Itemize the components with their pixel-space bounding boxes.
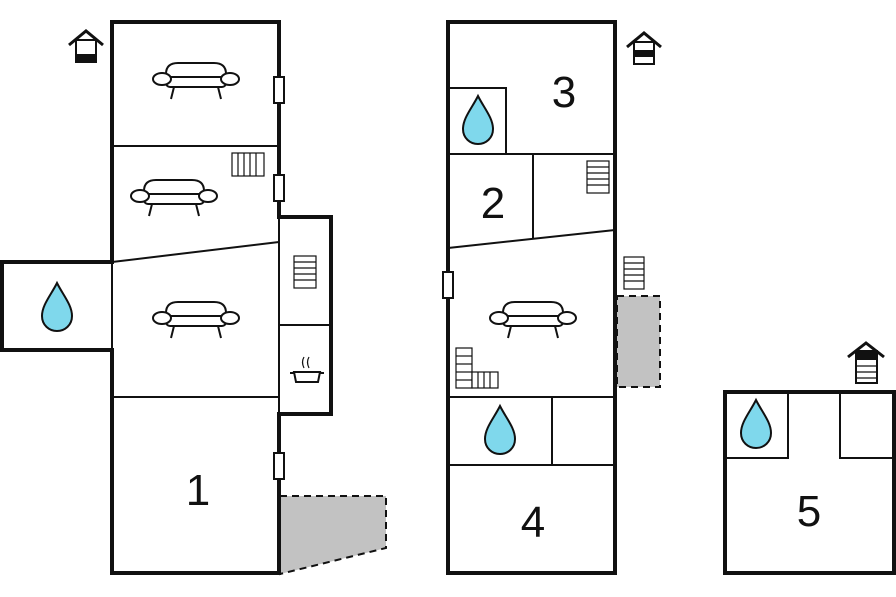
staircase-icon [293,255,317,289]
window-icon [442,271,454,299]
bathroom-drop-icon [740,399,772,449]
level-2-label: 2 [481,179,505,228]
staircase-icon [455,347,499,389]
house-entrance-icon [847,341,885,384]
sofa-icon [489,301,577,339]
staircase-icon [231,152,265,177]
window-icon [273,452,285,480]
kitchen-pot-icon [290,356,324,383]
terrace [279,495,387,576]
staircase-icon [586,160,610,194]
bathroom-drop-icon [484,405,516,455]
window-icon [273,76,285,104]
bathroom-drop-icon [41,282,73,332]
bathroom-drop-icon [462,95,494,145]
building-middle: 3 2 4 [442,20,663,575]
sofa-icon [152,301,240,339]
level-4-label: 4 [521,498,545,547]
window-icon [273,174,285,202]
house-entrance-icon [625,31,663,66]
level-1-label: 1 [186,466,210,515]
building-right: 5 [723,341,896,575]
sofa-icon [152,62,240,100]
building-left: 1 [0,20,387,576]
level-5-label: 5 [797,487,821,536]
level-3-label: 3 [552,68,576,117]
sofa-icon [130,179,218,217]
terrace [616,295,661,388]
staircase-icon [623,256,645,290]
